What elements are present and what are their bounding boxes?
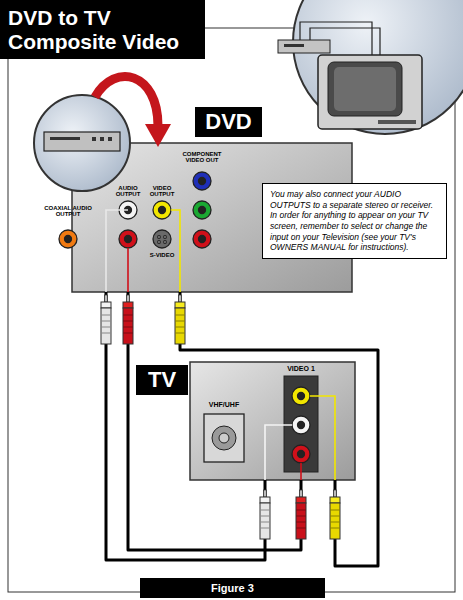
part-label: S-VIDEO (145, 252, 179, 258)
rca-plug (296, 490, 306, 539)
vhf-connector (204, 414, 244, 462)
tv-panel-face (190, 362, 355, 480)
part-label: AUDIO OUTPUT (112, 185, 144, 198)
video-jack-block (284, 376, 318, 472)
jack-lead (265, 425, 292, 490)
rca-plug (260, 490, 270, 539)
panel-heading: DVD (195, 107, 262, 137)
rca-plug (123, 295, 133, 344)
rca-plug (101, 295, 111, 344)
frame (8, 28, 455, 592)
part-label: COMPONENT VIDEO OUT (176, 151, 228, 164)
note-text: You may also connect your AUDIO OUTPUTS … (270, 189, 439, 253)
panel-heading: TV (136, 365, 188, 395)
jack-lead (106, 210, 128, 295)
av-cable (180, 292, 378, 566)
rca-plug (330, 490, 340, 539)
note-box: You may also connect your AUDIO OUTPUTS … (262, 183, 447, 259)
overview-bubble (278, 0, 463, 134)
part-label: COAXIAL AUDIO OUTPUT (40, 205, 96, 218)
dvd-inset (34, 95, 130, 191)
part-label: VIDEO 1 (283, 365, 319, 372)
jack-lead (310, 396, 335, 490)
tv-panel: TV (190, 362, 355, 480)
title-banner: DVD to TV Composite Video (0, 0, 205, 59)
part-label: VIDEO OUTPUT (146, 185, 178, 198)
av-cable (106, 292, 265, 560)
rca-plug (175, 295, 185, 344)
av-cable (128, 292, 301, 550)
tv-jacks (292, 387, 310, 463)
curved-arrow (95, 77, 171, 147)
jack-lead (127, 248, 129, 295)
part-label: VHF/UHF (202, 401, 246, 408)
figure-caption: Figure 3 (140, 578, 325, 598)
